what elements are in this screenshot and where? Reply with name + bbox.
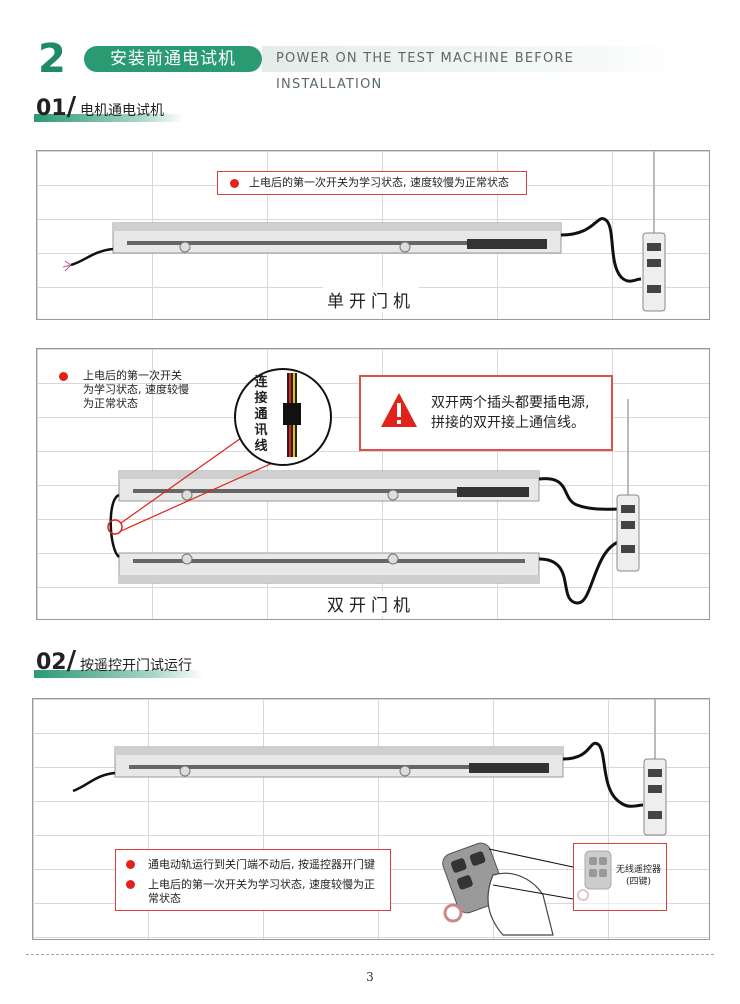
note-line: 为正常状态 [83, 397, 138, 410]
step2-title: 按遥控开门试运行 [80, 658, 192, 674]
note-line: 为学习状态, 速度较慢 [83, 383, 189, 396]
panel-remote-test: 通电动轨运行到关门端不动后, 按遥控器开门键 上电后的第一次开关为学习状态, 速… [32, 698, 710, 940]
panel-double-door: 上电后的第一次开关 为学习状态, 速度较慢 为正常状态 连接通讯线 双开两个插头… [36, 348, 710, 620]
step2-heading: 02/ [36, 646, 76, 676]
step2-underline [34, 670, 204, 678]
remote-note-item: 通电动轨运行到关门端不动后, 按遥控器开门键 [126, 858, 380, 872]
remote-note-text: 上电后的第一次开关为学习状态, 速度较慢为正常状态 [148, 878, 375, 905]
remote-callout-box: 无线遥控器 (四键) [573, 843, 667, 911]
single-door-caption: 单开门机 [323, 287, 419, 312]
double-door-note-lines: 上电后的第一次开关 为学习状态, 速度较慢 为正常状态 [83, 369, 189, 411]
bullet-dot [126, 880, 135, 889]
section-title-en: POWER ON THE TEST MACHINE BEFORE INSTALL… [262, 46, 682, 92]
warning-icon [381, 393, 417, 427]
remote-test-illustration [72, 699, 667, 936]
footer-divider [26, 954, 714, 955]
double-door-caption: 双开门机 [323, 591, 419, 616]
step1-title: 电机通电试机 [80, 103, 164, 119]
bullet-dot [230, 178, 239, 188]
bullet-dot [126, 860, 135, 869]
warning-line: 双开两个插头都要插电源, [431, 395, 590, 411]
page-number: 3 [366, 970, 374, 984]
remote-label: 无线遥控器 (四键) [616, 864, 661, 888]
warning-text: 双开两个插头都要插电源, 拼接的双开接上通信线。 [431, 393, 589, 433]
remote-note-item: 上电后的第一次开关为学习状态, 速度较慢为正常状态 [126, 878, 380, 906]
panel-single-door: 上电后的第一次开关为学习状态, 速度较慢为正常状态 单开门机 [36, 150, 710, 320]
step1-heading: 01/ [36, 92, 76, 122]
single-door-note: 上电后的第一次开关为学习状态, 速度较慢为正常状态 [217, 171, 527, 195]
double-door-illustration [107, 368, 640, 605]
double-door-note: 上电后的第一次开关 为学习状态, 速度较慢 为正常状态 [59, 369, 189, 411]
bullet-dot [59, 372, 68, 381]
remote-notes: 通电动轨运行到关门端不动后, 按遥控器开门键 上电后的第一次开关为学习状态, 速… [115, 849, 391, 911]
remote-note-text: 通电动轨运行到关门端不动后, 按遥控器开门键 [148, 858, 375, 871]
single-door-note-text: 上电后的第一次开关为学习状态, 速度较慢为正常状态 [249, 176, 509, 189]
connector-label: 连接通讯线 [254, 375, 268, 454]
step1-underline [34, 114, 184, 122]
step1-number: 01 [36, 96, 67, 121]
warning-line: 拼接的双开接上通信线。 [431, 415, 585, 431]
remote-label-line: 无线遥控器 [616, 865, 662, 875]
warning-box: 双开两个插头都要插电源, 拼接的双开接上通信线。 [359, 375, 613, 451]
step1-slash: / [66, 92, 77, 122]
remote-label-line: (四键) [625, 877, 652, 887]
step2-number: 02 [36, 650, 67, 675]
section-title-cn: 安装前通电试机 [84, 46, 262, 72]
note-line: 上电后的第一次开关 [83, 369, 182, 382]
section-number: 2 [38, 36, 66, 82]
step2-slash: / [66, 646, 77, 676]
single-door-illustration [62, 151, 666, 312]
